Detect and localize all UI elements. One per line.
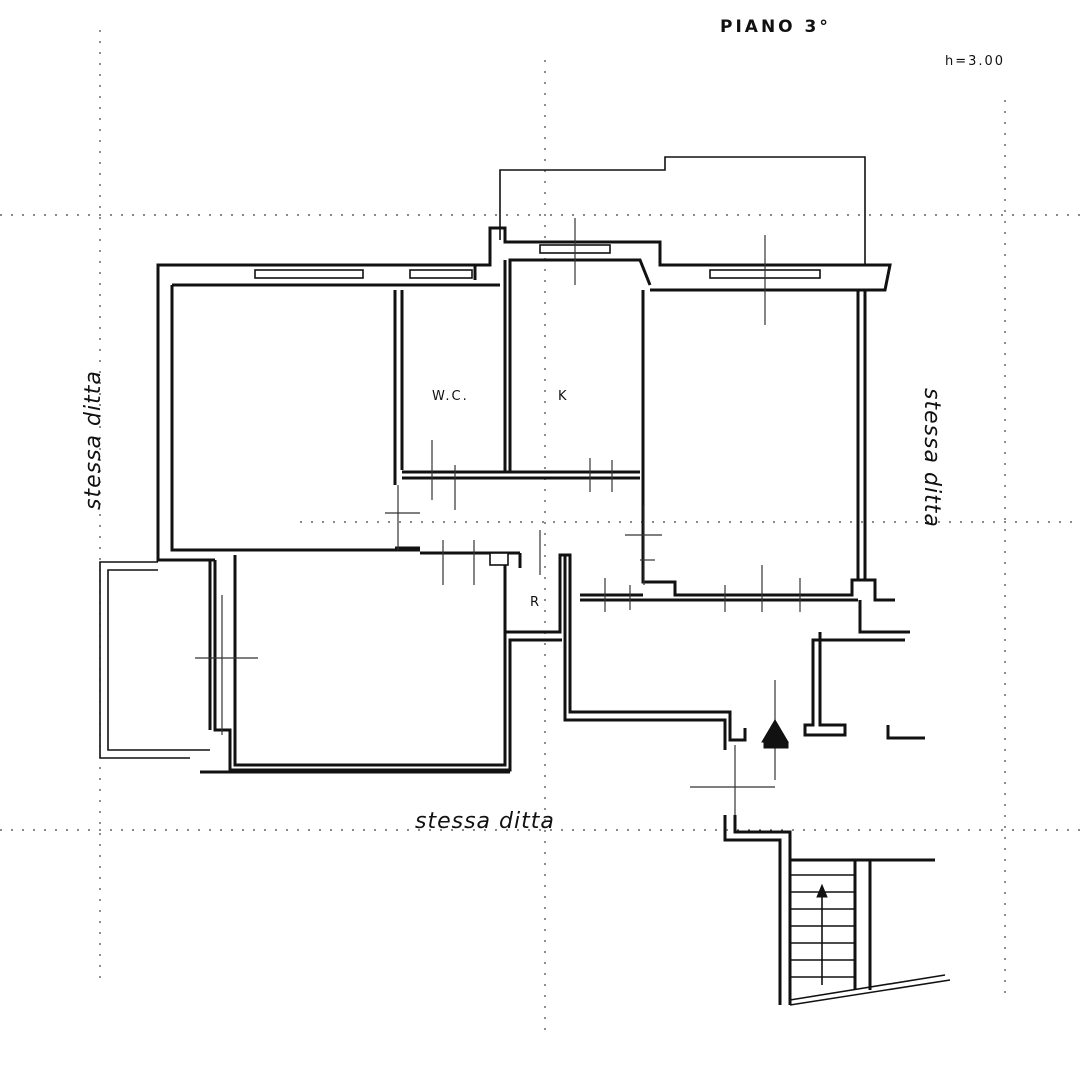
terrace-outline <box>499 156 866 265</box>
neighbour-label-right: stessa ditta <box>919 388 944 528</box>
room-label-storage: R <box>530 595 541 610</box>
room-label-wc: W.C. <box>432 389 469 404</box>
floor-title: PIANO 3° <box>720 17 831 37</box>
entrance-arrow-icon <box>761 719 789 749</box>
stair-treads <box>790 874 855 985</box>
ceiling-height: h=3.00 <box>945 54 1005 69</box>
balcony-left <box>99 561 190 759</box>
neighbour-label-left: stessa ditta <box>81 370 106 510</box>
guide-lines <box>0 30 1080 1030</box>
room-label-kitchen: K <box>558 389 569 404</box>
internal-partitions <box>208 258 858 730</box>
axis-marks <box>195 218 801 815</box>
outer-walls <box>156 226 951 1006</box>
neighbour-label-bottom: stessa ditta <box>415 809 555 834</box>
